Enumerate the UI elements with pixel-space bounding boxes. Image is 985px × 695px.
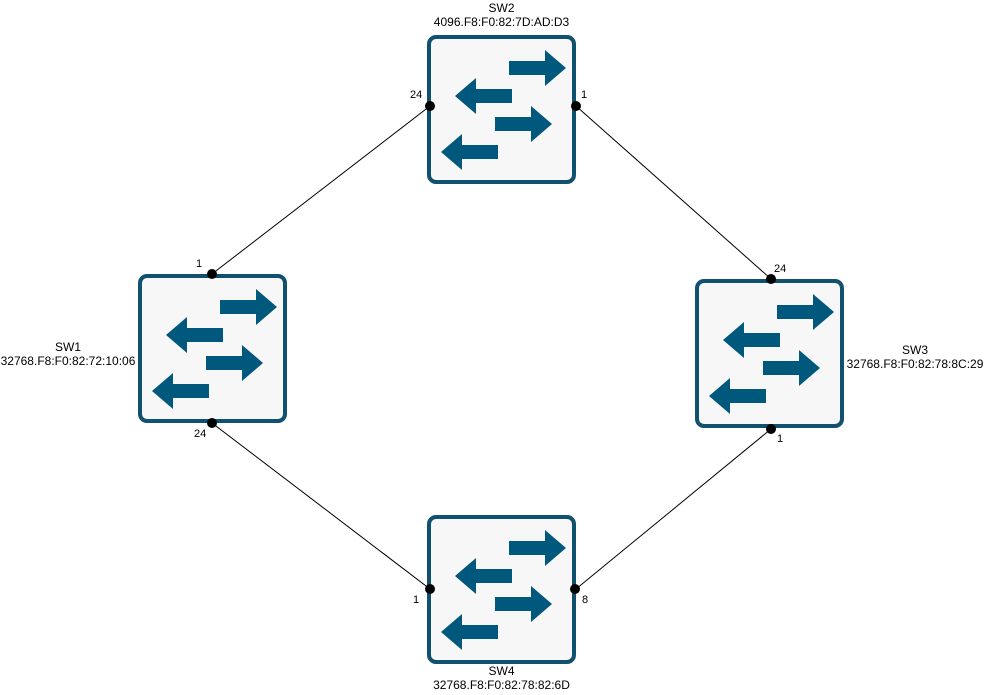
link-sw1-sw2[interactable] <box>211 105 431 275</box>
link-sw2-sw3[interactable] <box>575 105 772 280</box>
sw1-label: SW1 32768.F8:F0:82:72:10:06 <box>0 340 136 368</box>
port-dot-sw1-1 <box>207 269 217 279</box>
switch-sw4-icon[interactable] <box>427 515 576 664</box>
sw2-bridge-id: 4096.F8:F0:82:7D:AD:D3 <box>433 15 570 29</box>
link-sw3-sw4[interactable] <box>575 428 772 590</box>
port-dot-sw2-1 <box>571 101 581 111</box>
port-label-sw4-right: 8 <box>582 594 589 606</box>
sw4-bridge-id: 32768.F8:F0:82:78:82:6D <box>433 678 570 692</box>
port-label-sw2-right: 1 <box>581 89 588 101</box>
sw2-label: SW2 4096.F8:F0:82:7D:AD:D3 <box>429 1 574 29</box>
link-sw4-sw1[interactable] <box>211 422 431 590</box>
port-label-sw1-top: 1 <box>196 258 203 270</box>
sw3-label: SW3 32768.F8:F0:82:78:8C:29 <box>845 343 985 371</box>
port-label-sw1-bottom: 24 <box>194 428 207 440</box>
port-dot-sw4-1 <box>425 584 435 594</box>
sw4-label: SW4 32768.F8:F0:82:78:82:6D <box>429 664 574 692</box>
switch-sw3-icon[interactable] <box>695 279 844 428</box>
sw2-name: SW2 <box>488 1 515 15</box>
sw3-name: SW3 <box>901 343 928 357</box>
sw3-bridge-id: 32768.F8:F0:82:78:8C:29 <box>846 357 984 371</box>
port-dot-sw4-8 <box>570 584 580 594</box>
switch-sw2-icon[interactable] <box>427 35 576 184</box>
port-dot-sw3-1 <box>766 424 776 434</box>
port-dot-sw3-24 <box>766 274 776 284</box>
sw1-bridge-id: 32768.F8:F0:82:72:10:06 <box>0 354 136 368</box>
port-label-sw2-left: 24 <box>410 89 423 101</box>
links <box>211 105 772 590</box>
port-dot-sw1-24 <box>207 418 217 428</box>
switch-sw1-icon[interactable] <box>138 274 287 423</box>
port-dots <box>207 101 776 594</box>
sw4-name: SW4 <box>488 664 515 678</box>
port-dot-sw2-24 <box>425 101 435 111</box>
port-label-sw3-top: 24 <box>774 263 787 275</box>
sw1-name: SW1 <box>54 340 81 354</box>
port-label-sw3-bottom: 1 <box>777 433 784 445</box>
port-label-sw4-left: 1 <box>413 594 420 606</box>
